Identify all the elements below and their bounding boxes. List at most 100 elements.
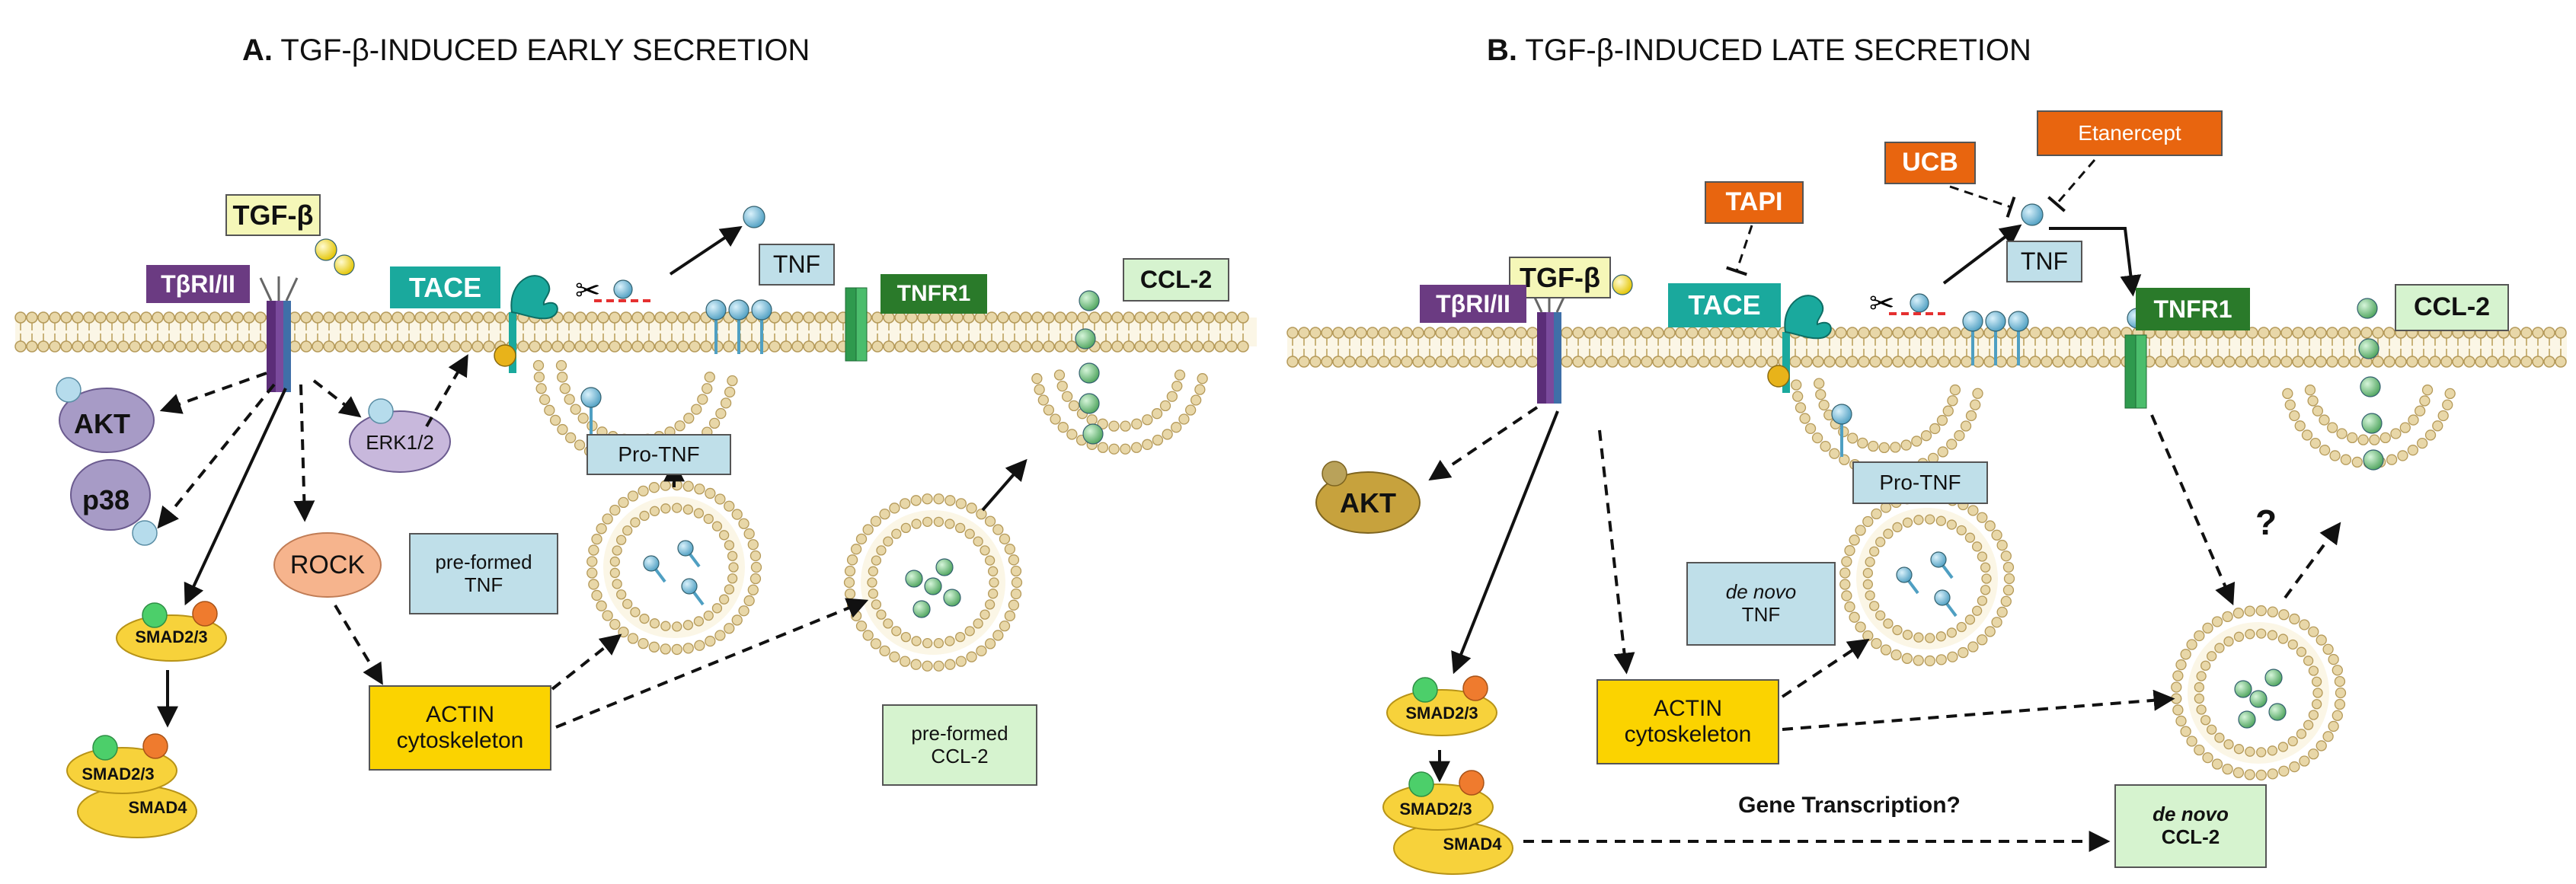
smad23-a (116, 601, 227, 662)
inhibit-etanercept-tnf-b (2047, 159, 2096, 212)
smad-complex-b (1382, 770, 1513, 875)
akt-label-b: AKT (1340, 487, 1396, 519)
gene-transcription-label-b: Gene Transcription? (1738, 792, 1961, 818)
pro-tnf-label-b: Pro-TNF (1852, 461, 1988, 504)
ucb-label-b: UCB (1884, 142, 1976, 184)
tnfr1-receptor-a (845, 287, 868, 362)
ccl2-cargo-a-1 (935, 558, 954, 576)
actin-line1-b: ACTIN (1654, 695, 1722, 721)
membrane-tnf-b-0 (1962, 311, 1983, 332)
tnfr1-label-b: TNFR1 (2136, 288, 2250, 330)
actin-line2-b: cytoskeleton (1624, 722, 1752, 747)
denovo-tnf-label-b: de novo TNF (1686, 562, 1836, 646)
tace-phospho-a (494, 344, 516, 367)
arrow-tnfr1-vesicle-b (2150, 414, 2236, 606)
ccl2-secreted-b-2 (2360, 376, 2381, 397)
membrane-tnf-b-1 (1985, 311, 2006, 332)
signaling-arrows (157, 159, 2341, 852)
ccl2-secreted-a-4 (1082, 423, 1104, 445)
ccl2-secreted-a-3 (1079, 393, 1100, 414)
ccl2-cargo-a-4 (924, 577, 942, 595)
erk-label-a: ERK1/2 (366, 431, 434, 455)
tgfb-ligand-a-2 (334, 254, 355, 276)
akt-protein-b (1315, 471, 1421, 534)
scissors-icon-a: ✂ (575, 273, 601, 308)
vesicle-tnf-cargo-a-0 (643, 555, 660, 572)
p38-protein-a (70, 459, 151, 531)
arrow-actin-tnfvesicle-b (1781, 638, 1870, 698)
ccl2-cargo-b-0 (2234, 680, 2252, 698)
arrow-tbr-akt-b (1428, 406, 1539, 481)
arrow-tbr-actin-b (1598, 429, 1635, 675)
pro-tnf-b (1831, 404, 1852, 425)
smad23-label-b: SMAD2/3 (1405, 704, 1478, 723)
soluble-tnf-b (2021, 203, 2044, 226)
tbr-label-a: TβRI/II (146, 265, 250, 303)
ccl2-cargo-b-3 (2238, 710, 2256, 729)
arrow-actin-cclvesicle-a (555, 598, 869, 729)
pro-tnf-label-a: Pro-TNF (586, 434, 731, 475)
ccl2-cargo-a-3 (912, 600, 931, 618)
panel-a-title-text: TGF-β-INDUCED EARLY SECRETION (280, 34, 810, 67)
preformed-ccl2-label-a: pre-formed CCL-2 (882, 704, 1037, 786)
preformed-ccl2-line2-a: CCL-2 (931, 744, 989, 768)
membrane-b (1286, 327, 2567, 368)
budding-vesicle-ccl2-b (2282, 385, 2456, 469)
vesicle-tnf-cargo-b-2 (1934, 589, 1951, 606)
soluble-tnf-a (743, 206, 765, 228)
arrow-tbr-p38-a (157, 383, 276, 529)
vesicle-tnf-cargo-a-2 (681, 578, 698, 595)
cleaved-tnf-a (613, 279, 633, 299)
tace-label-b: TACE (1668, 283, 1781, 327)
ccl2-secreted-b-3 (2361, 413, 2383, 434)
arrow-tbr-smad-a (184, 388, 287, 606)
ccl2-cargo-b-2 (2268, 703, 2287, 721)
inhibit-ucb-tnf-b (1949, 185, 2016, 218)
arrow-cclvesicle-budding-a (981, 458, 1028, 512)
ccl2-secreted-b-1 (2358, 338, 2379, 359)
vesicle-tnf-cargo-b-1 (1930, 551, 1947, 568)
p38-phospho-a (132, 520, 158, 546)
arrow-tnf-release-b (1942, 224, 2022, 285)
panel-b-title: B. TGF-β-INDUCED LATE SECRETION (1487, 34, 2031, 68)
arrow-tbr-akt-a (159, 372, 267, 414)
rock-protein-a (273, 532, 382, 598)
ccl2-label-a: CCL-2 (1123, 258, 1229, 302)
vesicle-tnf-cargo-b-0 (1896, 566, 1913, 583)
budding-vesicle-ccl2-a (1031, 369, 1208, 455)
actin-line2-a: cytoskeleton (396, 728, 524, 753)
smad4-label-a: SMAD4 (128, 798, 187, 818)
arrow-tnf-tnfr1-b (2049, 227, 2142, 297)
ccl2-cargo-a-0 (905, 570, 923, 588)
akt-phospho-b (1322, 461, 1347, 487)
vesicle-tnf-b (1839, 490, 2015, 667)
arrow-cclvesicle-budding-b (2284, 522, 2341, 599)
panel-a-title: A. TGF-β-INDUCED EARLY SECRETION (242, 34, 810, 68)
tnf-label-b: TNF (2006, 241, 2082, 282)
panel-b-title-text: TGF-β-INDUCED LATE SECRETION (1525, 34, 2031, 67)
arrow-tnf-release-a (669, 225, 743, 276)
question-mark-label-b: ? (2255, 502, 2277, 542)
scissors-icon-b: ✂ (1869, 286, 1895, 321)
tbr-receptor-b (1529, 288, 1569, 404)
ccl2-cargo-b-1 (2264, 669, 2283, 687)
ccl2-label-b: CCL-2 (2395, 284, 2509, 331)
smad-complex-a (66, 733, 197, 838)
ccl2-secreted-a-0 (1079, 290, 1100, 311)
smad23-complex-label-b: SMAD2/3 (1399, 799, 1472, 819)
membrane-tnf-a-2 (751, 299, 772, 321)
tace-protein-a (509, 275, 558, 373)
vesicle-tnf-cargo-a-1 (677, 540, 694, 557)
preformed-tnf-line1-a: pre-formed (435, 550, 532, 573)
vesicle-tnf-a (586, 479, 762, 656)
panel-a-title-prefix: A. (242, 34, 273, 67)
arrow-tbr-erk-a (312, 379, 362, 418)
arrow-erk-tace-a (425, 354, 468, 428)
ccl2-secreted-a-1 (1075, 328, 1096, 349)
tace-phospho-b (1767, 365, 1790, 388)
arrow-tbr-rock-a (293, 384, 315, 522)
arrow-actin-tnfvesicle-a (551, 633, 622, 691)
ccl2-cargo-b-4 (2249, 690, 2268, 708)
arrow-tbr-smad-b (1451, 410, 1559, 675)
